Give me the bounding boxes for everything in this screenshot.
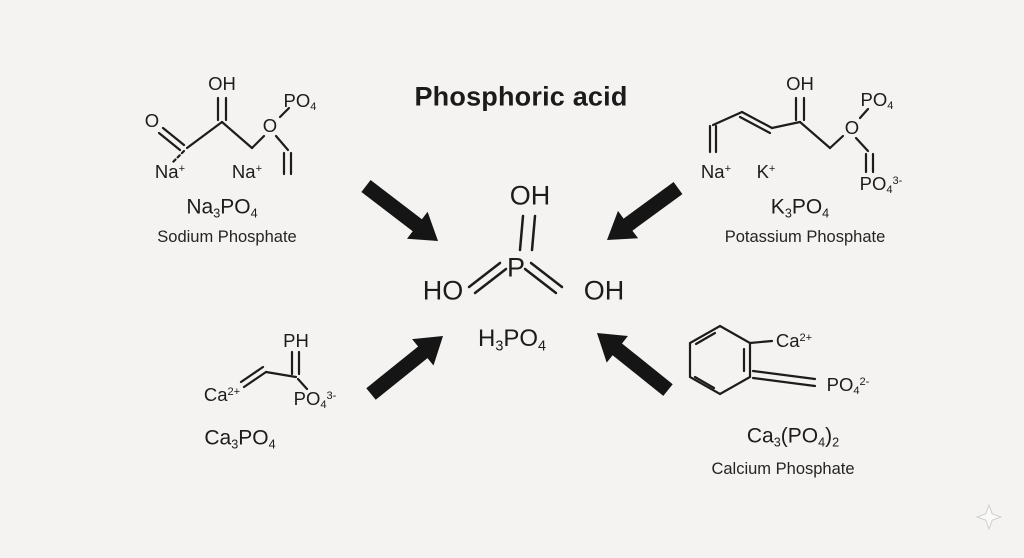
compound-name-sodium-phosphate: Sodium Phosphate	[157, 227, 297, 246]
atom-label-o-ester: O	[262, 114, 278, 136]
bond-line	[242, 370, 268, 389]
tricalcium-phosphate-bonds	[239, 350, 309, 391]
arrow-top-right-icon	[607, 182, 683, 240]
ion-label-po4: PO42-	[826, 373, 870, 398]
bond-line	[738, 115, 772, 135]
bond-line	[523, 267, 558, 295]
bond-line	[751, 376, 817, 388]
bond-line	[274, 134, 290, 152]
ion-label-ca: Ca2+	[775, 329, 813, 351]
ion-label-po4: PO43-	[859, 172, 903, 197]
arrow-bottom-left-icon	[366, 336, 443, 400]
arrows-group	[361, 180, 683, 400]
bond-line	[858, 107, 870, 120]
bond-line	[711, 110, 744, 127]
bond-line	[518, 214, 525, 252]
ion-label-k: K+	[756, 160, 776, 182]
bond-line	[854, 136, 870, 153]
bond-line	[529, 261, 564, 289]
bond-line	[530, 214, 537, 252]
sparkle-star-shape	[976, 504, 1002, 530]
benzene-ring	[688, 324, 752, 396]
atom-label-oh: OH	[208, 72, 236, 94]
bond-line	[694, 331, 717, 346]
ion-label-na-1: Na+	[154, 160, 186, 182]
ion-label-ca: Ca2+	[203, 383, 241, 405]
arrow-top-left-icon	[361, 180, 438, 241]
potassium-phosphate-bonds	[708, 96, 875, 174]
bond-line	[220, 120, 254, 150]
formula-k3po4: K3PO4	[770, 195, 830, 221]
hashed-wedge-bond	[171, 149, 186, 164]
atom-label-oh-right: OH	[583, 275, 625, 306]
bond-line	[798, 120, 832, 150]
formula-ca3po42: Ca3(PO4)2	[746, 424, 840, 450]
atom-label-ph: PH	[283, 329, 309, 351]
page-title: Phosphoric acid	[414, 81, 628, 112]
atom-label-oh: OH	[786, 72, 814, 94]
atom-label-po4: PO4	[860, 88, 894, 113]
bond-line	[693, 375, 716, 390]
formula-ca3po4: Ca3PO4	[204, 426, 276, 452]
bond-line	[467, 261, 502, 289]
bond-line	[770, 120, 802, 130]
bond-line	[157, 131, 182, 152]
atom-label-o-ketone: O	[144, 109, 160, 131]
bond-line	[185, 120, 224, 150]
bond-line	[250, 134, 266, 150]
bond-line	[828, 134, 845, 150]
sparkle-icon	[976, 504, 1002, 530]
bond-line	[748, 339, 774, 345]
bond-line	[473, 267, 508, 295]
compound-name-calcium-phosphate: Calcium Phosphate	[711, 459, 855, 478]
atom-label-ho-left: HO	[422, 275, 464, 306]
bond-line	[161, 126, 186, 147]
phosphoric-acid-bonds	[467, 214, 564, 295]
bond-line	[239, 365, 265, 384]
arrow-bottom-right-icon	[597, 333, 673, 396]
formula-na3po4: Na3PO4	[186, 195, 258, 221]
calcium-phosphate-bonds	[688, 324, 817, 396]
atom-label-oh-top: OH	[509, 180, 551, 211]
compound-name-potassium-phosphate: Potassium Phosphate	[724, 227, 886, 246]
ion-label-na-2: Na+	[231, 160, 263, 182]
atom-label-o-ester: O	[844, 116, 860, 138]
bond-line	[278, 106, 291, 119]
bond-line	[296, 377, 309, 391]
bond-line	[264, 370, 298, 379]
ion-label-na: Na+	[700, 160, 732, 182]
sodium-phosphate-bonds	[157, 96, 293, 176]
bond-line	[751, 369, 817, 381]
atom-label-po4: PO4	[283, 89, 317, 114]
formula-h3po4: H3PO4	[477, 325, 547, 355]
ion-label-po4: PO43-	[293, 387, 337, 412]
atom-label-p: P	[506, 252, 526, 283]
bond-line	[740, 110, 774, 130]
